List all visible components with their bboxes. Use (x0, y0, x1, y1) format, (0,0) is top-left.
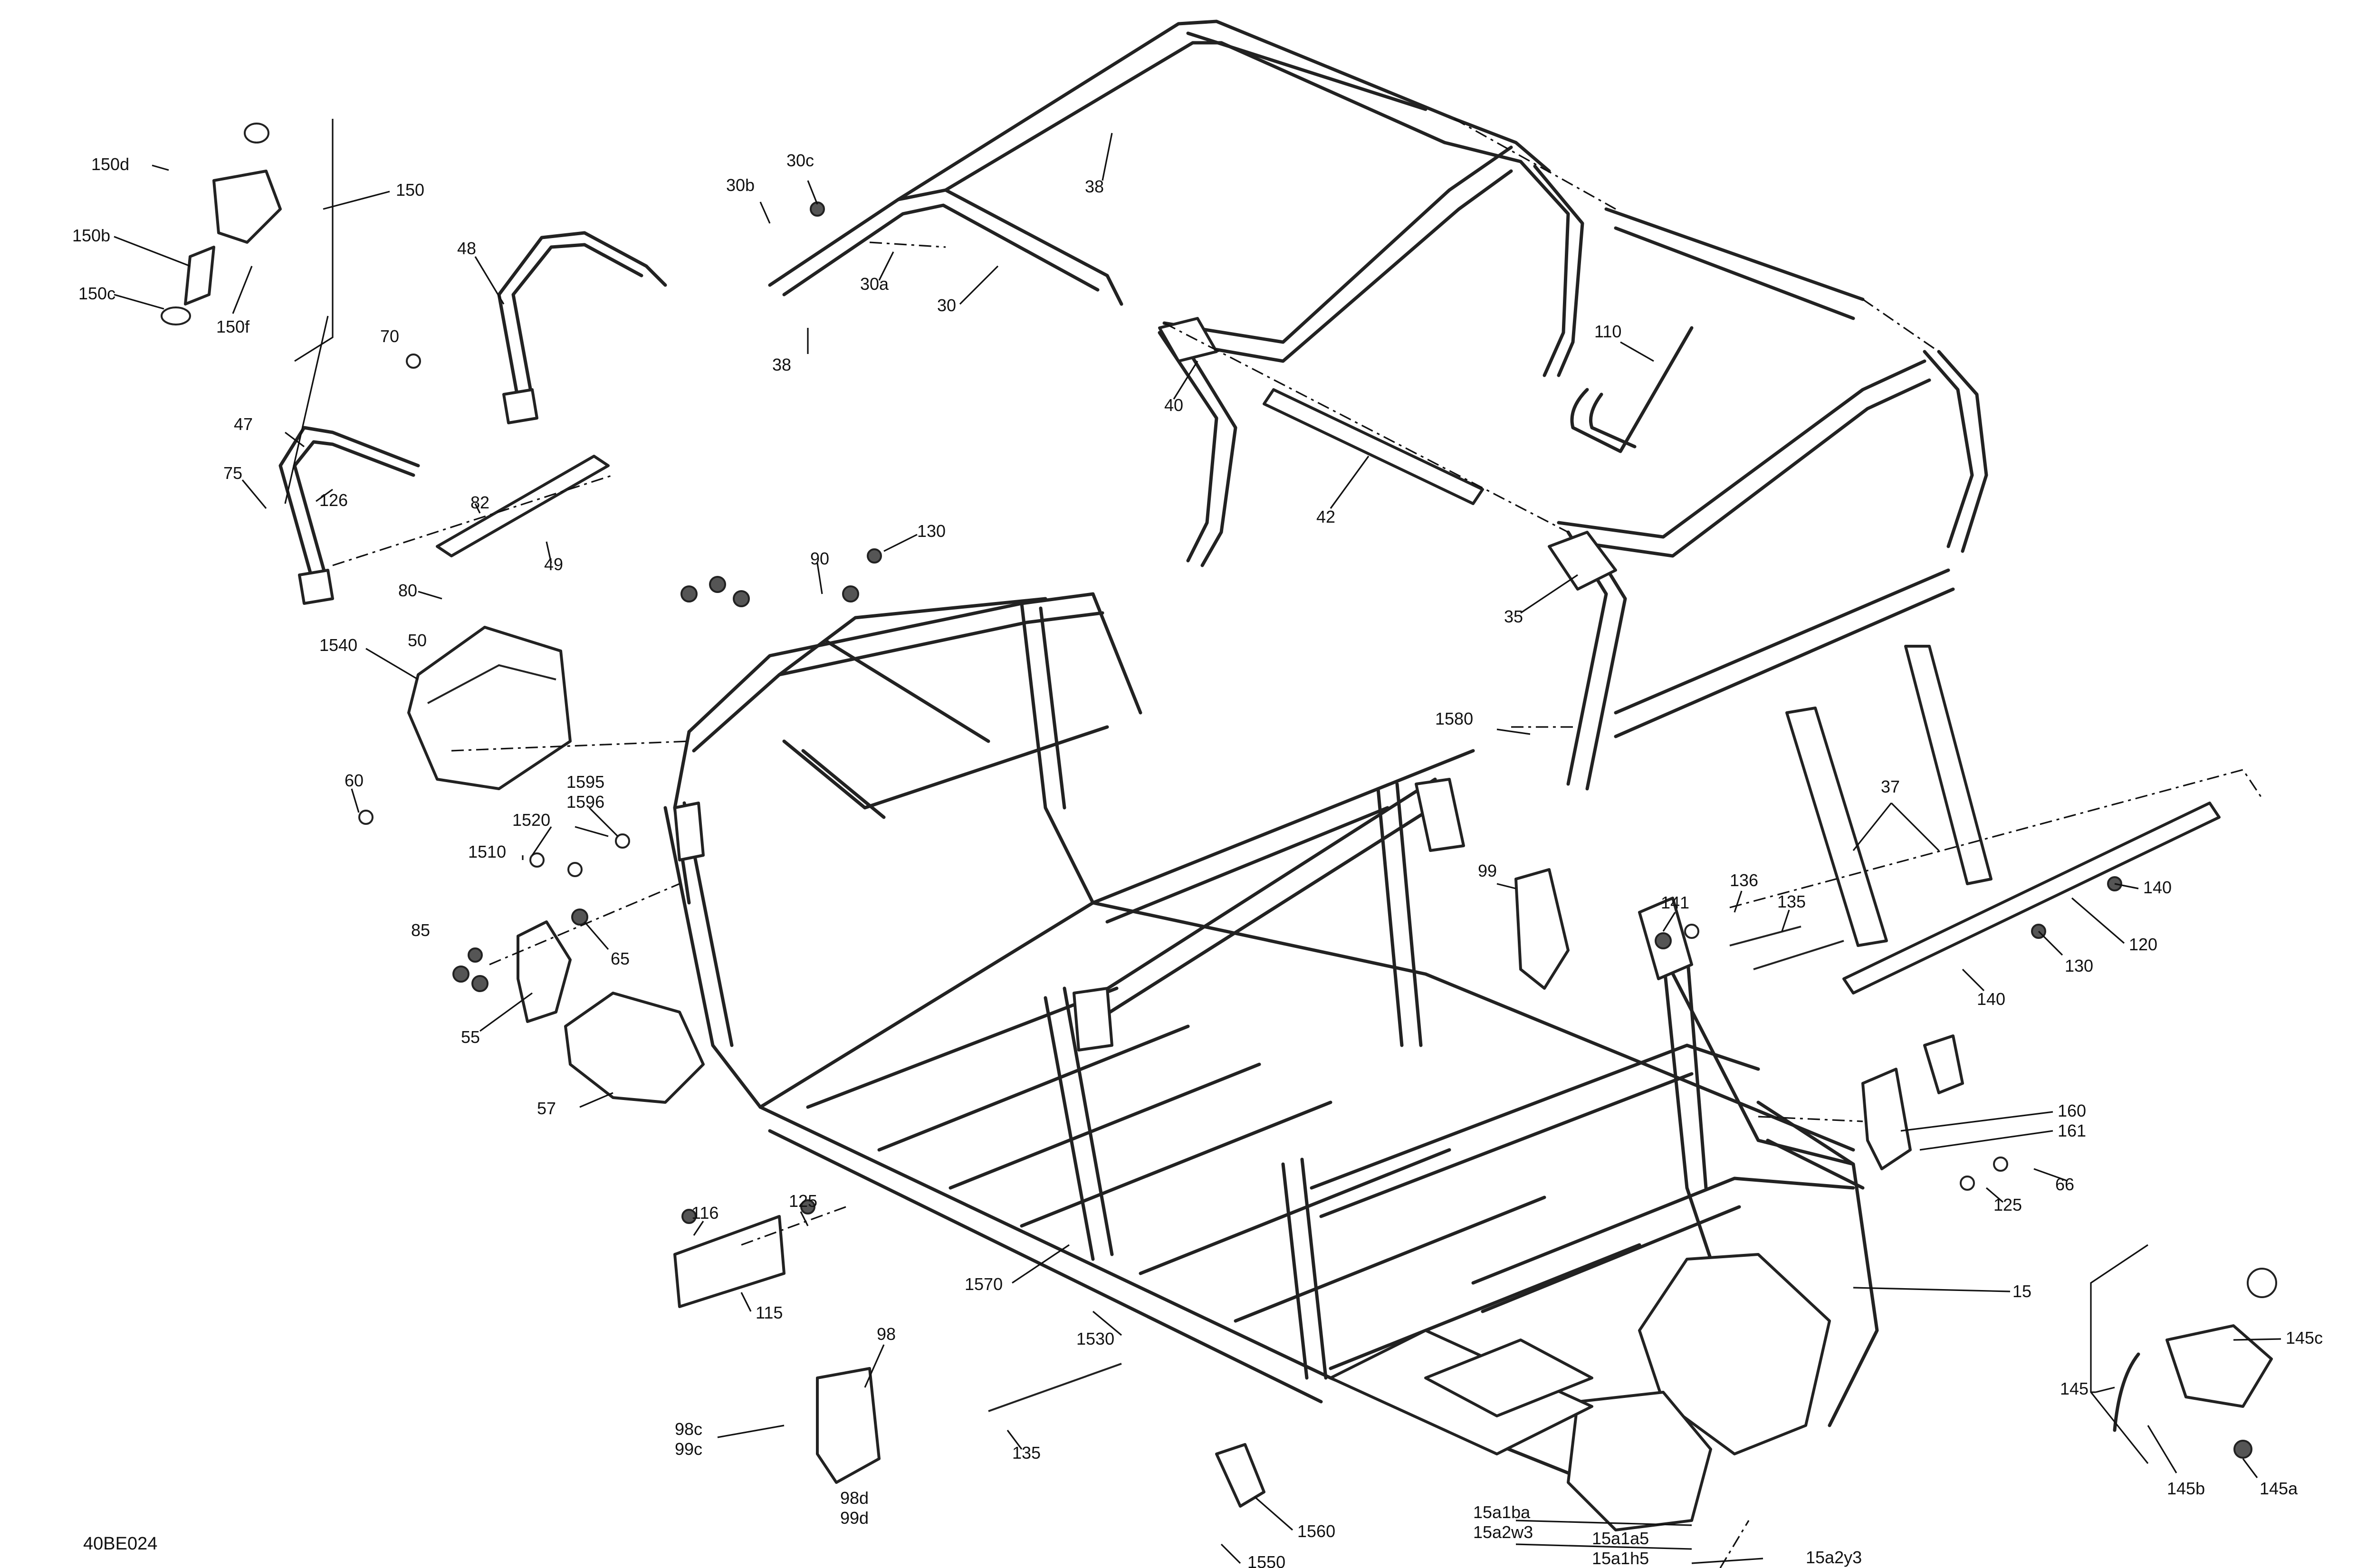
callout-15a1a5: 15a1a5 (1592, 1529, 1649, 1548)
bracket-50 (407, 626, 572, 790)
callout-1570: 1570 (965, 1274, 1003, 1294)
callout-150b: 150b (72, 226, 110, 245)
callout-48: 48 (457, 239, 476, 258)
callout-130-right: 130 (2065, 956, 2093, 975)
callout-125-right: 125 (1993, 1195, 2022, 1214)
callout-1550: 1550 (1247, 1552, 1285, 1568)
callout-90: 90 (810, 549, 829, 568)
callout-1520: 1520 (512, 810, 550, 830)
bracket-160 (1861, 1034, 1964, 1170)
callout-15a2w3: 15a2w3 (1473, 1522, 1533, 1542)
callout-labels: 150d 150b 150c 150f 150 48 70 47 75 126 … (72, 151, 2323, 1568)
callout-15a1h5: 15a1h5 (1592, 1549, 1649, 1568)
callout-1580: 1580 (1435, 709, 1473, 728)
callout-35: 35 (1504, 607, 1523, 626)
callout-150f: 150f (216, 317, 250, 336)
callout-145a: 145a (2260, 1479, 2298, 1498)
drawing-code: 40BE024 (83, 1534, 158, 1554)
callout-49: 49 (544, 555, 563, 574)
callout-145b: 145b (2167, 1479, 2205, 1498)
callout-30b: 30b (726, 175, 755, 195)
bar-49 (436, 455, 610, 557)
callout-1530: 1530 (1076, 1329, 1114, 1348)
callout-30: 30 (937, 296, 956, 315)
callout-65: 65 (611, 949, 630, 968)
callout-1560: 1560 (1297, 1521, 1335, 1541)
callout-80: 80 (398, 581, 417, 600)
callout-140-upper: 140 (2143, 878, 2172, 897)
callout-15: 15 (2012, 1281, 2031, 1301)
callout-75: 75 (223, 463, 242, 483)
bracket-150 (161, 123, 282, 325)
callout-150: 150 (396, 180, 424, 200)
callout-141: 141 (1661, 893, 1689, 912)
callout-125-left: 125 (789, 1191, 817, 1211)
callout-38-top: 38 (1085, 177, 1104, 196)
callout-57: 57 (537, 1099, 556, 1118)
bracket-115 (673, 1215, 786, 1308)
callout-116: 116 (691, 1203, 719, 1223)
callout-70: 70 (380, 326, 399, 346)
callout-40: 40 (1164, 395, 1183, 415)
handle-47 (278, 426, 420, 605)
callout-161: 161 (2058, 1121, 2086, 1140)
callout-130-top: 130 (917, 521, 946, 541)
callout-82: 82 (470, 493, 489, 512)
callout-98d: 98d (840, 1488, 869, 1508)
callout-1596: 1596 (566, 792, 604, 812)
callout-15a2y3: 15a2y3 (1806, 1548, 1862, 1567)
callout-99: 99 (1478, 861, 1497, 880)
fasteners (358, 201, 2122, 1412)
callout-140-lower: 140 (1977, 989, 2005, 1009)
callout-1540: 1540 (319, 635, 357, 655)
callout-150c: 150c (78, 284, 115, 303)
callout-98c: 98c (675, 1419, 702, 1439)
callout-50: 50 (408, 631, 427, 650)
handle-48 (497, 231, 667, 424)
hitch-145 (2113, 1268, 2277, 1459)
callout-136: 136 (1730, 870, 1758, 890)
callout-150d: 150d (91, 154, 129, 174)
callout-60: 60 (345, 771, 364, 790)
callout-15a1ba: 15a1ba (1473, 1502, 1531, 1522)
callout-145c: 145c (2286, 1328, 2323, 1348)
bracket-99 (1514, 868, 1570, 990)
callout-126: 126 (319, 490, 348, 510)
bracket-98 (816, 1367, 881, 1484)
assembly-lines (332, 118, 2263, 1568)
callout-99d: 99d (840, 1508, 869, 1528)
callout-115: 115 (756, 1303, 783, 1322)
callout-47: 47 (234, 414, 253, 434)
callout-135-bottom: 135 (1012, 1443, 1041, 1463)
callout-145: 145 (2060, 1379, 2089, 1398)
callout-110: 110 (1594, 322, 1621, 341)
mount-57 (564, 992, 705, 1104)
callout-37: 37 (1881, 777, 1900, 796)
callout-99c: 99c (675, 1439, 702, 1459)
callout-30a: 30a (860, 274, 889, 294)
callout-30c: 30c (786, 151, 814, 170)
callout-1510: 1510 (468, 842, 506, 861)
callout-1595: 1595 (566, 772, 604, 792)
bar-120 (1842, 802, 2221, 994)
callout-135-right: 135 (1777, 892, 1806, 911)
callout-55: 55 (461, 1027, 480, 1047)
callout-85: 85 (411, 920, 430, 940)
main-frame (663, 592, 1879, 1531)
leader-lines (114, 119, 2281, 1564)
callout-38-bottom: 38 (772, 355, 791, 374)
callout-42: 42 (1316, 507, 1335, 526)
callout-66: 66 (2055, 1175, 2074, 1194)
callout-98: 98 (877, 1324, 896, 1344)
callout-160: 160 (2058, 1101, 2086, 1120)
callout-120: 120 (2129, 935, 2157, 954)
bracket-1560 (1215, 1443, 1265, 1508)
mount-55 (517, 920, 572, 1023)
